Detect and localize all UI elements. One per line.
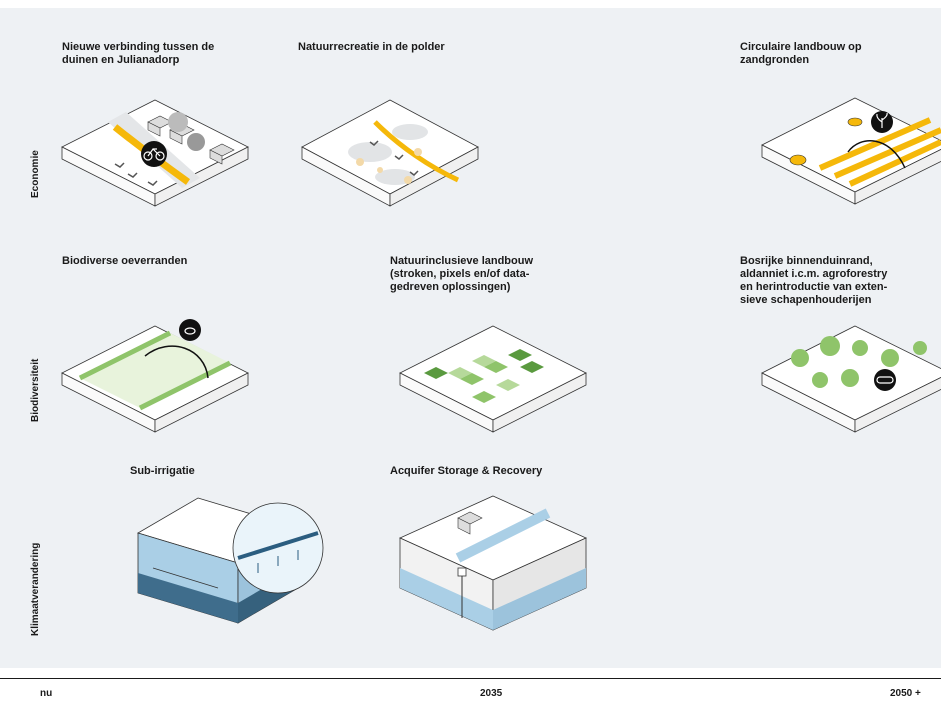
timeline-start: nu (40, 688, 53, 699)
title-nieuwe-verbinding: Nieuwe verbinding tussen de duinen en Ju… (62, 41, 215, 66)
title-natuurinclusieve-landbouw: Natuurinclusieve landbouw (stroken, pixe… (390, 255, 534, 293)
log-icon (874, 369, 896, 391)
title-bosrijke-binnenduinrand: Bosrijke binnenduinrand, aldanniet i.c.m… (740, 255, 888, 306)
sheep-icon (789, 117, 863, 166)
tree-icon (791, 336, 927, 388)
house-icon (457, 511, 483, 535)
diagram-circulaire-landbouw (761, 97, 941, 205)
title-natuurrecreatie: Natuurrecreatie in de polder (298, 41, 445, 53)
pipe-detail (232, 502, 324, 594)
diagram-sub-irrigatie (137, 497, 324, 624)
timeline-mid: 2035 (480, 688, 503, 699)
bee-icon (179, 319, 201, 341)
title-acquifer-storage: Acquifer Storage & Recovery (390, 465, 543, 477)
title-biodiverse-oeverranden: Biodiverse oeverranden (62, 255, 188, 267)
diagram-natuurinclusieve-landbouw (399, 325, 587, 433)
diagram-biodiverse-oeverranden (61, 319, 249, 433)
bird-icon (114, 162, 158, 186)
timeline-end: 2050 + (890, 688, 921, 699)
diagram-nieuwe-verbinding (61, 99, 249, 207)
title-circulaire-landbouw: Circulaire landbouw op zandgronden (740, 41, 862, 66)
pump-icon (457, 567, 467, 618)
bicycle-icon (141, 141, 167, 167)
plant-icon (871, 111, 893, 133)
timeline-axis (0, 678, 941, 679)
row-label-economie: Economie (30, 150, 41, 198)
title-sub-irrigatie: Sub-irrigatie (130, 465, 195, 477)
diagram-bosrijke-binnenduinrand (761, 325, 941, 433)
row-label-klimaatverandering: Klimaatverandering (30, 542, 41, 636)
row-label-biodiversiteit: Biodiversiteit (30, 358, 41, 422)
diagram-acquifer-storage (399, 495, 587, 631)
diagram-natuurrecreatie (301, 99, 479, 207)
